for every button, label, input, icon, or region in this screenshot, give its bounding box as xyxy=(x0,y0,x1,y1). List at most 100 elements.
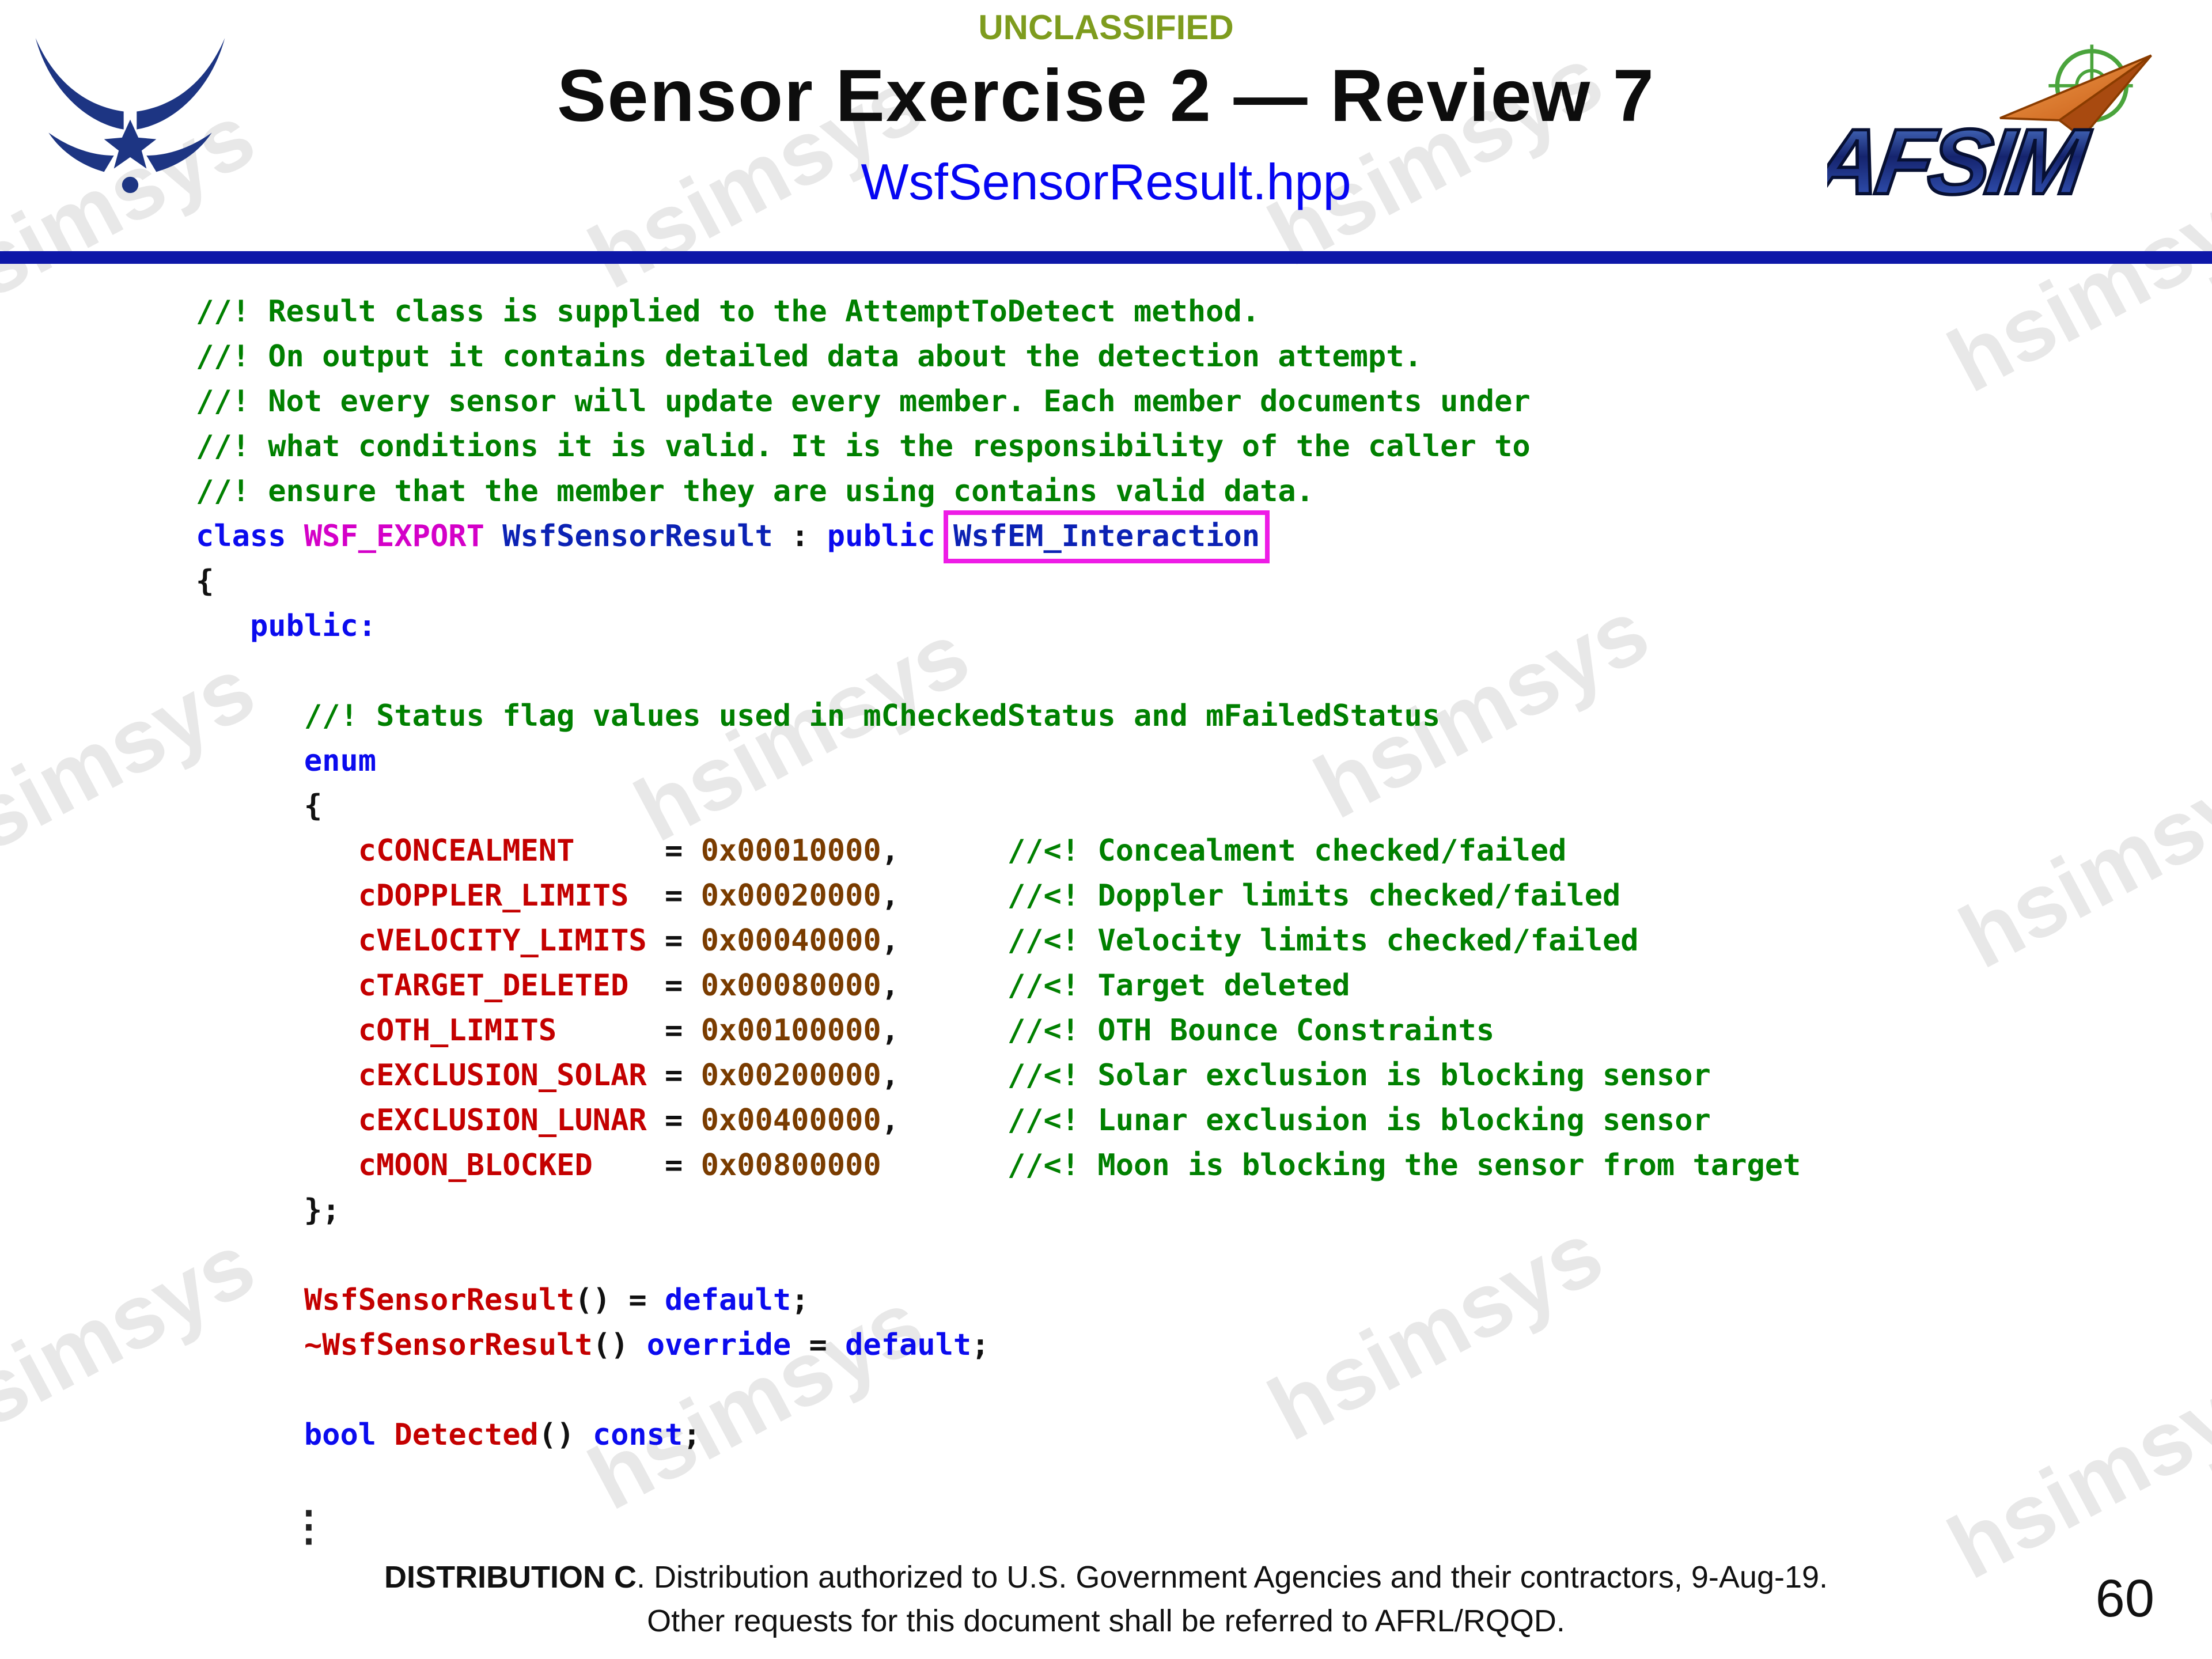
code-line: ~WsfSensorResult() override = default; xyxy=(196,1324,1801,1369)
code-token xyxy=(196,699,304,734)
code-token: 0x00800000 xyxy=(700,1149,881,1183)
page-number: 60 xyxy=(2095,1568,2154,1628)
code-line: //! Status flag values used in mCheckedS… xyxy=(196,695,1801,740)
code-token: 0x00200000 xyxy=(700,1059,881,1093)
code-token: : xyxy=(772,520,827,554)
code-line: }; xyxy=(196,1189,1801,1234)
code-token: cDOPPLER_LIMITS xyxy=(358,879,629,914)
distribution-text: . Distribution authorized to U.S. Govern… xyxy=(636,1560,1828,1594)
code-line: cTARGET_DELETED = 0x00080000, //<! Targe… xyxy=(196,964,1801,1009)
code-line: { xyxy=(196,560,1801,605)
code-token: { xyxy=(196,789,323,824)
code-token: = xyxy=(556,1014,701,1048)
code-token: { xyxy=(196,565,214,599)
code-token: cEXCLUSION_SOLAR xyxy=(358,1059,647,1093)
code-token: //! Status flag values used in mCheckedS… xyxy=(304,699,1441,734)
code-line xyxy=(196,650,1801,695)
slide-subtitle: WsfSensorResult.hpp xyxy=(861,154,1351,211)
code-line: cDOPPLER_LIMITS = 0x00020000, //<! Doppl… xyxy=(196,874,1801,919)
code-token: cOTH_LIMITS xyxy=(358,1014,557,1048)
afsim-logo: AFSIM xyxy=(1803,35,2173,225)
code-token xyxy=(196,1328,304,1363)
code-token: = xyxy=(646,924,701,959)
code-line: //! what conditions it is valid. It is t… xyxy=(196,425,1801,470)
distribution-statement: DISTRIBUTION C. Distribution authorized … xyxy=(0,1555,2212,1643)
code-token: public xyxy=(827,520,953,554)
code-token: , xyxy=(881,969,1007,1003)
header-divider xyxy=(0,251,2212,264)
code-token: cEXCLUSION_LUNAR xyxy=(358,1104,647,1138)
code-line: //! Result class is supplied to the Atte… xyxy=(196,290,1801,335)
code-token: ; xyxy=(971,1328,990,1363)
code-token: = xyxy=(592,1149,701,1183)
code-token xyxy=(196,1104,358,1138)
code-token: Detected xyxy=(394,1418,539,1453)
code-token xyxy=(196,924,358,959)
code-line: cVELOCITY_LIMITS = 0x00040000, //<! Velo… xyxy=(196,919,1801,964)
code-token: //<! Concealment checked/failed xyxy=(1007,834,1567,869)
code-token: 0x00400000 xyxy=(700,1104,881,1138)
code-token xyxy=(881,1149,1007,1183)
code-line: WsfSensorResult() = default; xyxy=(196,1279,1801,1324)
code-line: cOTH_LIMITS = 0x00100000, //<! OTH Bounc… xyxy=(196,1009,1801,1054)
code-token: //! Not every sensor will update every m… xyxy=(196,385,1531,419)
code-token: WsfSensorResult xyxy=(502,520,773,554)
code-token: 0x00040000 xyxy=(700,924,881,959)
code-line: { xyxy=(196,785,1801,830)
code-token: = xyxy=(791,1328,846,1363)
code-token: ; xyxy=(791,1283,809,1318)
code-token xyxy=(196,1014,358,1048)
usaf-wings-icon xyxy=(32,30,228,209)
code-token: , xyxy=(881,1104,1007,1138)
code-token: //<! Velocity limits checked/failed xyxy=(1007,924,1639,959)
code-token: = xyxy=(646,1104,701,1138)
code-token: }; xyxy=(196,1194,340,1228)
code-token: cTARGET_DELETED xyxy=(358,969,629,1003)
distribution-label: DISTRIBUTION C xyxy=(384,1560,637,1594)
code-line: //! ensure that the member they are usin… xyxy=(196,470,1801,515)
code-token xyxy=(196,609,250,644)
code-token: 0x00010000 xyxy=(700,834,881,869)
code-line: //! On output it contains detailed data … xyxy=(196,335,1801,380)
watermark-text: hsimsys xyxy=(1944,729,2212,988)
code-token: //<! Lunar exclusion is blocking sensor xyxy=(1007,1104,1711,1138)
code-token: = xyxy=(574,834,701,869)
code-token xyxy=(196,744,304,779)
code-line: cMOON_BLOCKED = 0x00800000 //<! Moon is … xyxy=(196,1144,1801,1189)
code-token: enum xyxy=(304,744,377,779)
code-block: //! Result class is supplied to the Atte… xyxy=(196,290,1801,1459)
code-token: () xyxy=(592,1328,647,1363)
code-line: bool Detected() const; xyxy=(196,1414,1801,1459)
code-token: () = xyxy=(574,1283,665,1318)
code-token: const xyxy=(592,1418,683,1453)
code-token: 0x00080000 xyxy=(700,969,881,1003)
slide-title: Sensor Exercise 2 — Review 7 xyxy=(557,54,1655,137)
code-token: //! ensure that the member they are usin… xyxy=(196,475,1315,509)
code-token: default xyxy=(845,1328,972,1363)
code-token xyxy=(196,834,358,869)
code-token: ~WsfSensorResult xyxy=(304,1328,593,1363)
code-line: cCONCEALMENT = 0x00010000, //<! Concealm… xyxy=(196,830,1801,874)
code-token: //<! Solar exclusion is blocking sensor xyxy=(1007,1059,1711,1093)
code-line: cEXCLUSION_SOLAR = 0x00200000, //<! Sola… xyxy=(196,1054,1801,1099)
paper-plane-icon xyxy=(1999,54,2152,139)
code-token: //<! Moon is blocking the sensor from ta… xyxy=(1007,1149,1801,1183)
code-token: //! what conditions it is valid. It is t… xyxy=(196,430,1531,464)
code-token: WsfSensorResult xyxy=(304,1283,575,1318)
code-token: , xyxy=(881,924,1007,959)
code-token: () xyxy=(538,1418,593,1453)
code-token xyxy=(196,879,358,914)
code-token: , xyxy=(881,1059,1007,1093)
code-token xyxy=(196,1418,304,1453)
code-token: //! Result class is supplied to the Atte… xyxy=(196,295,1260,329)
code-token: cVELOCITY_LIMITS xyxy=(358,924,647,959)
usaf-wings-icon xyxy=(35,38,225,194)
code-token: = xyxy=(646,1059,701,1093)
code-token: //<! Target deleted xyxy=(1007,969,1350,1003)
highlighted-token: WsfEM_Interaction xyxy=(944,510,1270,563)
code-token: 0x00020000 xyxy=(700,879,881,914)
code-token: cMOON_BLOCKED xyxy=(358,1149,593,1183)
distribution-line-2: Other requests for this document shall b… xyxy=(647,1604,1565,1638)
code-token xyxy=(196,969,358,1003)
